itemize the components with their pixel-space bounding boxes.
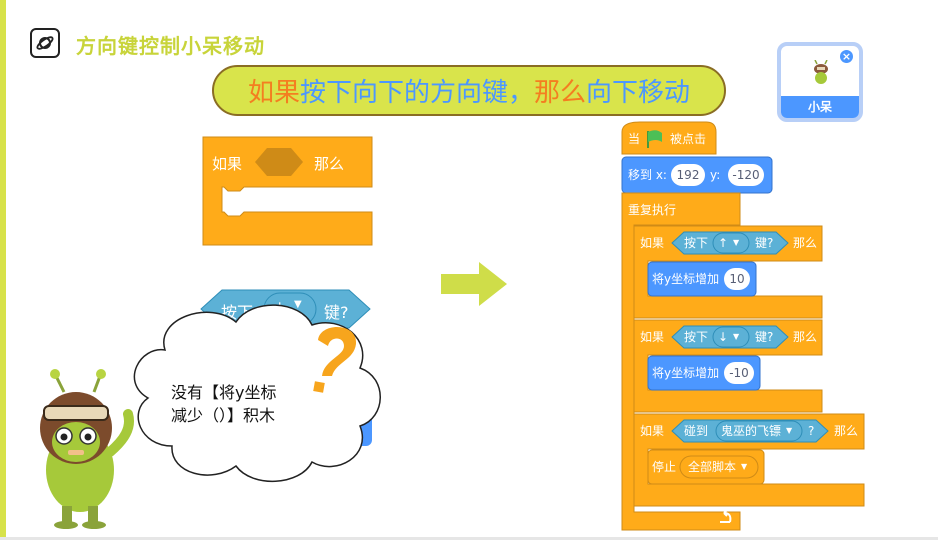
if-down-suffix: 键? (755, 330, 774, 344)
loop-arrow-icon (720, 509, 732, 523)
bottom-divider (0, 537, 938, 540)
chevron-down-icon: ▼ (733, 238, 740, 247)
stop-label: 停止 (652, 460, 677, 474)
change-y-down-input[interactable]: -10 (724, 362, 754, 384)
left-accent-bar (0, 0, 6, 540)
if-down-if-label: 如果 (640, 330, 665, 344)
if-down-press-label: 按下 (684, 330, 709, 344)
chevron-down-icon: ▼ (786, 426, 793, 435)
instruction-banner: 如果 按下向下的方向键， 那么 向下移动 (212, 65, 726, 116)
green-flag-icon (647, 130, 662, 148)
if-up-press-label: 按下 (684, 236, 709, 250)
stop-option-value[interactable]: 全部脚本 (688, 460, 737, 474)
when-label: 当 (628, 132, 641, 146)
if-up-suffix: 键? (755, 236, 774, 250)
speech-cloud (133, 304, 381, 483)
chevron-down-icon: ▼ (294, 299, 302, 310)
arrow-right-icon (441, 262, 507, 306)
touch-label: 碰到 (684, 424, 709, 438)
if-touch-suffix: ? (808, 424, 815, 438)
character-xiaodai (40, 369, 134, 529)
sprite-thumbnail (814, 60, 828, 84)
if-label: 如果 (212, 155, 243, 173)
condition-slot (255, 148, 303, 176)
question-mark-icon (318, 326, 357, 376)
speech-line-2: 减少（）】积木 (171, 406, 276, 425)
goto-x-input[interactable]: 192 (671, 164, 705, 186)
stop-option-dropdown (679, 455, 759, 479)
change-y-up-input[interactable]: 10 (724, 268, 750, 290)
hat-block (621, 121, 717, 155)
down-key-value[interactable]: ↓ (718, 330, 729, 344)
if-touch-then-label: 那么 (834, 424, 859, 438)
banner-action: 向下移动 (586, 78, 691, 108)
if-then-block (202, 136, 373, 246)
sprite-name: 小呆 (781, 96, 859, 118)
banner-condition: 按下向下的方向键， (299, 78, 534, 108)
if-touch-if-label: 如果 (640, 424, 665, 438)
if-up-if-label: 如果 (640, 236, 665, 250)
speech-line-1: 没有【将y坐标 (171, 383, 277, 402)
banner-if: 如果 (247, 78, 300, 108)
speech-text: 没有【将y坐标 减少（）】积木 (171, 381, 276, 427)
then-label: 那么 (314, 155, 345, 173)
goto-y-input[interactable]: -120 (728, 164, 764, 186)
chevron-down-icon: ▼ (741, 462, 748, 471)
key-suffix: 键? (324, 303, 349, 322)
if-down-then-label: 那么 (793, 330, 818, 344)
if-up-then-label: 那么 (793, 236, 818, 250)
touch-target-dropdown (715, 420, 803, 442)
change-y-down-label: 将y坐标增加 (652, 366, 720, 380)
chevron-down-icon: ▼ (733, 332, 740, 341)
up-key-dropdown (712, 232, 750, 254)
goto-label: 移到 x: (628, 168, 667, 182)
banner-then: 那么 (534, 78, 587, 108)
planet-icon (30, 28, 60, 58)
touch-target-value[interactable]: 鬼巫的飞镖 (721, 424, 782, 438)
clicked-label: 被点击 (670, 132, 707, 146)
forever-label: 重复执行 (628, 203, 677, 217)
change-y-up-label: 将y坐标增加 (652, 272, 720, 286)
down-key-dropdown (712, 326, 750, 348)
goto-y-label: y: (710, 168, 721, 182)
up-key-value[interactable]: ↑ (718, 236, 729, 250)
close-icon[interactable]: × (838, 48, 855, 65)
page-title: 方向键控制小呆移动 (76, 34, 265, 58)
